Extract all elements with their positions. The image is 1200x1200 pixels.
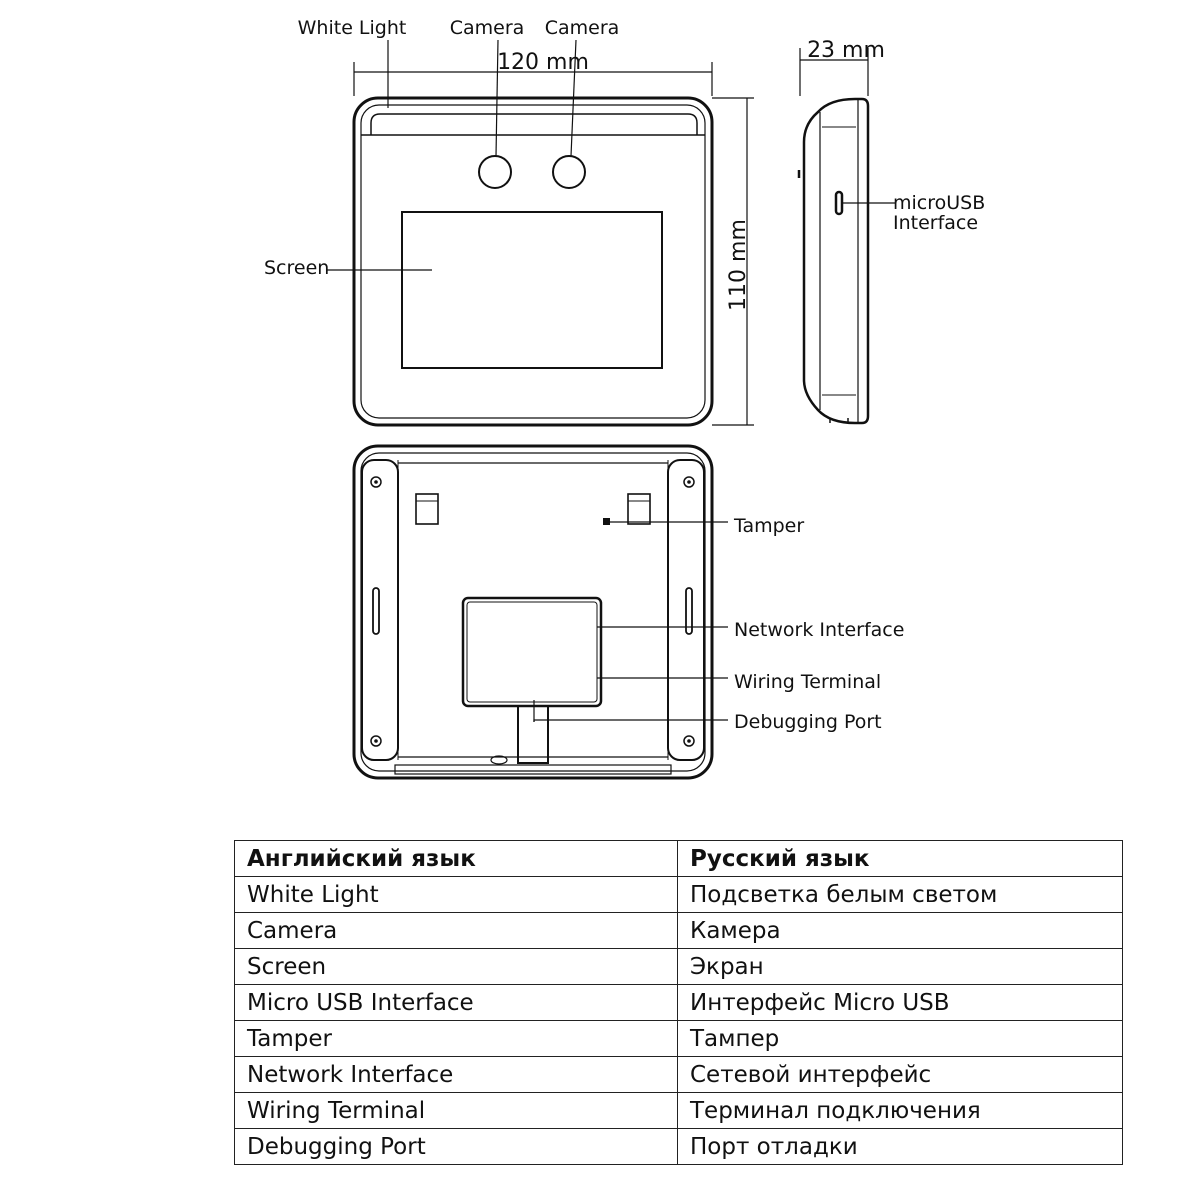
screw-top-right (683, 476, 695, 488)
cell-english: Wiring Terminal (234, 1092, 678, 1129)
cell-russian: Экран (677, 948, 1123, 985)
table-row: Debugging Port Порт отладки (234, 1128, 1123, 1165)
header-russian: Русский язык (677, 840, 1123, 877)
cell-russian: Камера (677, 912, 1123, 949)
width-dimension: 120 mm (353, 50, 713, 96)
depth-dimension: 23 mm (799, 38, 885, 96)
camera-right-leader (570, 39, 577, 157)
screen-area (401, 211, 663, 369)
tamper-switch (603, 518, 610, 525)
table-row: Network Interface Сетевой интерфейс (234, 1056, 1123, 1093)
microusb-label-line2: Interface (893, 212, 978, 234)
camera-left-lens (478, 155, 512, 189)
side-view (797, 97, 870, 425)
screw-bottom-left (370, 735, 382, 747)
clip-left (415, 493, 439, 525)
table-row: Screen Экран (234, 948, 1123, 985)
table-row: Micro USB Interface Интерфейс Micro USB (234, 984, 1123, 1021)
cell-russian: Порт отладки (677, 1128, 1123, 1165)
microusb-label-line1: microUSB (893, 192, 985, 214)
height-dimension: 110 mm (712, 97, 754, 426)
front-view (352, 96, 714, 427)
screw-top-left (370, 476, 382, 488)
cell-english: White Light (234, 876, 678, 913)
white-light-label: White Light (298, 17, 407, 39)
front-body (352, 96, 714, 427)
translation-table: Английский язык Русский язык White Light… (234, 840, 1123, 1165)
microusb-port (834, 190, 844, 216)
debug-port (517, 705, 549, 764)
side-body (802, 97, 870, 425)
table-header-row: Английский язык Русский язык (234, 840, 1123, 877)
white-light-strip (370, 113, 698, 135)
front-inner-body (360, 104, 706, 419)
table-row: White Light Подсветка белым светом (234, 876, 1123, 913)
screen-label: Screen (264, 257, 329, 279)
clip-right (627, 493, 651, 525)
table-row: Tamper Тампер (234, 1020, 1123, 1057)
connector-panel (461, 596, 603, 708)
cell-english: Network Interface (234, 1056, 678, 1093)
height-dim-label: 110 mm (726, 219, 751, 311)
wiring-label: Wiring Terminal (734, 671, 881, 693)
network-label: Network Interface (734, 619, 904, 641)
cell-russian: Терминал подключения (677, 1092, 1123, 1129)
cell-english: Tamper (234, 1020, 678, 1057)
camera-right-lens (552, 155, 586, 189)
back-body (352, 444, 714, 780)
depth-dim-label: 23 mm (807, 38, 885, 63)
camera-left-label: Camera (450, 17, 525, 39)
debug-leader (533, 719, 728, 722)
cell-russian: Интерфейс Micro USB (677, 984, 1123, 1021)
cell-english: Screen (234, 948, 678, 985)
left-mount-rail (361, 459, 399, 761)
debug-label: Debugging Port (734, 711, 882, 733)
screw-bottom-right (683, 735, 695, 747)
table-row: Wiring Terminal Терминал подключения (234, 1092, 1123, 1129)
header-english: Английский язык (234, 840, 678, 877)
cell-english: Micro USB Interface (234, 984, 678, 1021)
cell-russian: Сетевой интерфейс (677, 1056, 1123, 1093)
camera-left-leader (495, 39, 499, 157)
back-view (352, 444, 714, 780)
device-diagram: 120 mm White Light Camera Camera Screen … (264, 17, 985, 780)
cell-english: Camera (234, 912, 678, 949)
table-row: Camera Камера (234, 912, 1123, 949)
tamper-label: Tamper (733, 515, 804, 537)
camera-right-label: Camera (545, 17, 620, 39)
cell-english: Debugging Port (234, 1128, 678, 1165)
cell-russian: Подсветка белым светом (677, 876, 1123, 913)
cell-russian: Тампер (677, 1020, 1123, 1057)
width-dim-label: 120 mm (497, 50, 589, 75)
